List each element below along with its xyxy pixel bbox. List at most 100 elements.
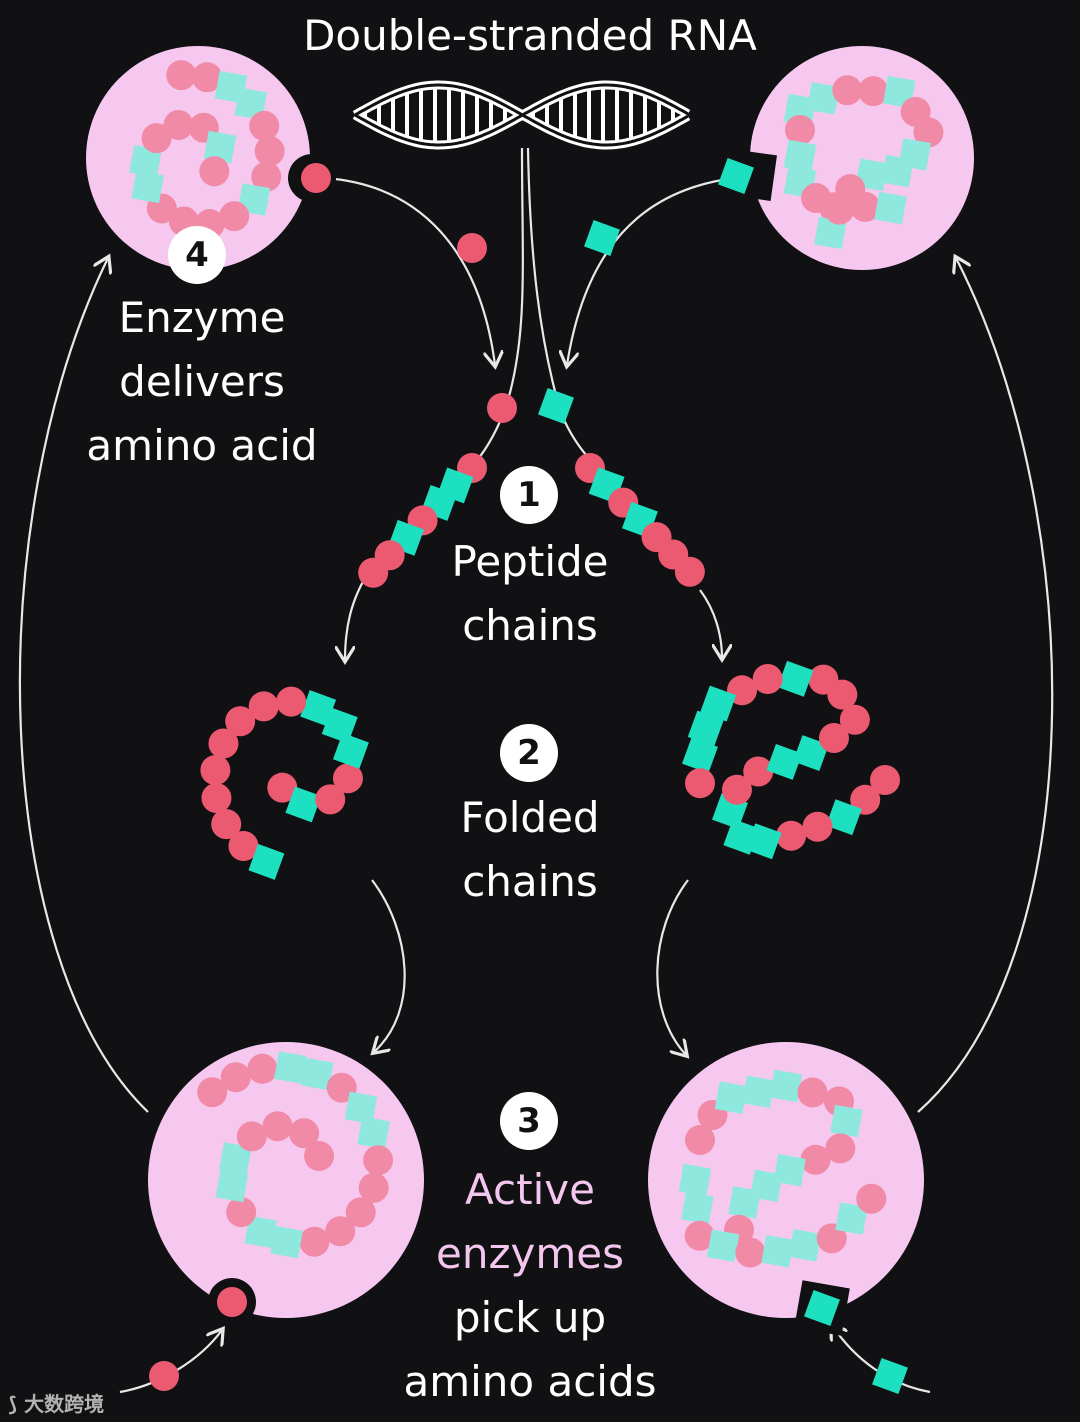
amino-acid-teal (301, 1057, 334, 1091)
amino-acid-red (199, 156, 230, 187)
amino-acid-red (200, 755, 231, 786)
amino-acid-red (363, 1145, 394, 1176)
amino-acid-teal (777, 660, 814, 697)
amino-acid-red (358, 557, 389, 588)
amino-acid-teal (814, 216, 847, 250)
step-2-badge: 2 (500, 724, 558, 782)
enzymes (86, 46, 974, 1394)
amino-acid-red (685, 1125, 715, 1155)
amino-acid-red (149, 1361, 179, 1391)
amino-acid-red (487, 393, 517, 423)
amino-acid-teal (874, 191, 907, 225)
amino-acid-teal (274, 1051, 307, 1084)
amino-acid-red (211, 809, 242, 840)
amino-acid-red (299, 1226, 330, 1257)
activate-arrow-left (372, 879, 406, 1052)
amino-acid-red (249, 110, 280, 141)
amino-acid-teal (270, 1225, 303, 1259)
enzyme-body (750, 46, 974, 270)
amino-acid-red (913, 117, 944, 148)
amino-acid-teal (203, 130, 237, 164)
amino-acid-teal (881, 154, 914, 188)
amino-acid-red (824, 194, 855, 225)
amino-acid-teal (700, 685, 737, 722)
amino-acid-red (735, 1237, 766, 1268)
amino-acid-red (315, 784, 346, 815)
amino-acid-red (267, 772, 298, 803)
amino-acid-red (225, 706, 256, 737)
amino-acid-red (332, 763, 363, 794)
amino-acid-red (721, 774, 752, 805)
amino-acid-red (201, 782, 232, 813)
amino-acid-teal (678, 1163, 712, 1197)
amino-acid-red (247, 1053, 278, 1084)
amino-acid-teal (219, 1142, 252, 1175)
amino-acid-red (345, 1197, 376, 1228)
amino-acid-red (304, 1141, 335, 1172)
amino-acid-teal (215, 1169, 249, 1203)
amino-acid-red (192, 62, 223, 93)
amino-acid-red (674, 556, 705, 587)
amino-acid-red (262, 1111, 293, 1142)
amino-acid-teal (830, 1104, 863, 1138)
step-3-label: Active enzymes pick up amino acids (403, 1165, 657, 1406)
rna-strand-left (439, 147, 524, 501)
amino-acid-red (858, 76, 889, 107)
rna-strand-right (526, 147, 621, 491)
helix-strand-inner (354, 83, 689, 147)
amino-acid-red (236, 1121, 267, 1152)
amino-acid-teal (872, 1358, 908, 1394)
amino-acid-teal (285, 786, 322, 823)
enzyme-bottom-left (148, 1042, 424, 1326)
amino-acid-red (141, 123, 172, 154)
amino-acid-red (800, 1144, 831, 1175)
activate-arrow-right (656, 879, 688, 1055)
amino-acid-red (197, 1077, 228, 1108)
amino-acid-red (358, 1172, 389, 1203)
picked-amino-acid-teal (804, 1290, 840, 1326)
rna-double-helix-icon (352, 80, 691, 150)
amino-acid-teal (584, 220, 620, 256)
picked-amino-acid-red (217, 1287, 247, 1317)
amino-acid-red (850, 784, 881, 815)
amino-acid-teal (792, 735, 829, 771)
delivered-amino-acid-teal (718, 158, 754, 194)
amino-acid-teal (766, 743, 803, 780)
amino-acid-teal (807, 82, 840, 115)
amino-acid-red (816, 1223, 847, 1254)
cycle-arrow-left (18, 258, 149, 1113)
amino-acid-teal (682, 737, 718, 774)
amino-acid-teal (761, 1235, 794, 1268)
amino-acid-teal (300, 690, 337, 727)
amino-acid-red (801, 183, 832, 214)
amino-acid-teal (714, 1081, 748, 1114)
step-2-label: Folded chains (460, 793, 600, 906)
amino-acid-red (752, 664, 783, 695)
amino-acid-red (325, 1216, 356, 1247)
amino-acid-teal (129, 145, 162, 178)
enzyme-bottom-right (648, 1042, 924, 1336)
amino-acid-red (870, 765, 900, 795)
amino-acid-teal (131, 170, 164, 204)
amino-acid-red (276, 686, 307, 717)
amino-acid-teal (538, 388, 574, 424)
amino-acid-teal (333, 732, 369, 769)
step-1-badge: 1 (500, 466, 558, 524)
amino-acid-red (685, 768, 715, 799)
amino-acid-red (226, 1197, 257, 1228)
delivered-amino-acid-red (301, 163, 331, 193)
amino-acid-teal (357, 1116, 390, 1149)
amino-acid-teal (681, 1191, 714, 1225)
amino-acid-teal (344, 1091, 378, 1125)
amino-acid-red (743, 756, 774, 787)
amino-acid-red (208, 728, 239, 759)
amino-acid-teal (825, 799, 862, 836)
amino-acid-teal (788, 1229, 822, 1262)
enzyme-top-right (718, 46, 974, 270)
cycle-arrow-right (917, 258, 1054, 1113)
amino-acid-red (808, 664, 839, 695)
fold-arrow-right (699, 589, 722, 658)
amino-acid-red (251, 161, 282, 192)
amino-acid-teal (783, 139, 817, 173)
amino-acid-red (797, 1077, 828, 1108)
